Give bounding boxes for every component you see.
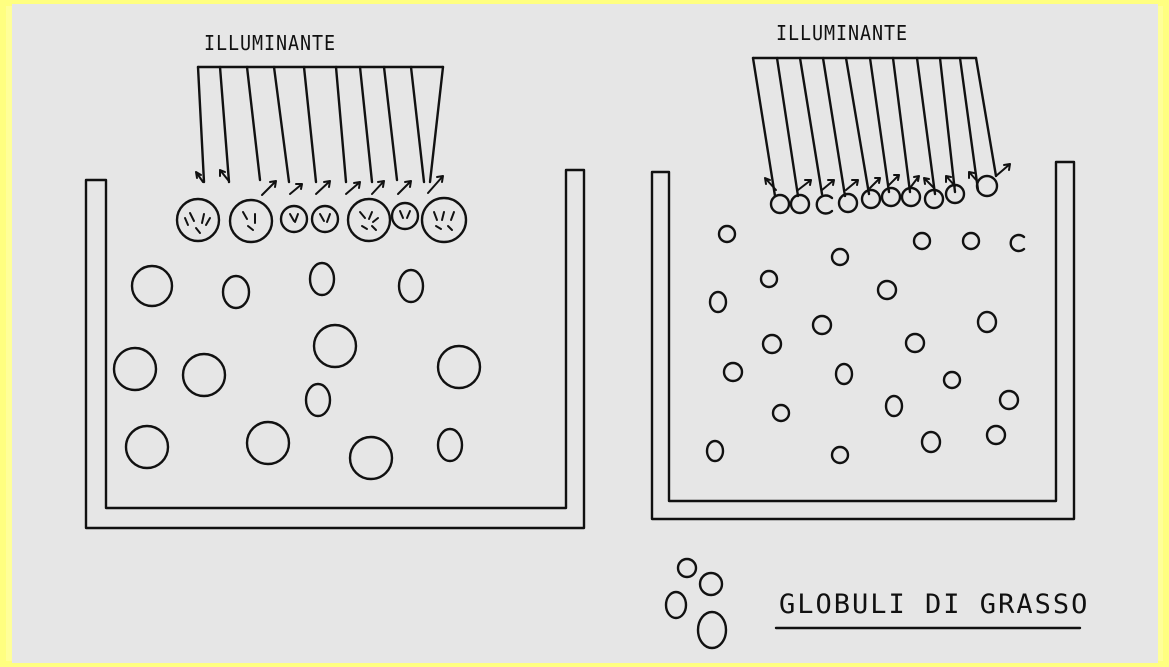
light-label-right: ILLUMINANTE	[776, 21, 908, 45]
legend-label: GLOBULI DI GRASSO	[779, 589, 1089, 620]
light-label-left: ILLUMINANTE	[204, 31, 336, 55]
